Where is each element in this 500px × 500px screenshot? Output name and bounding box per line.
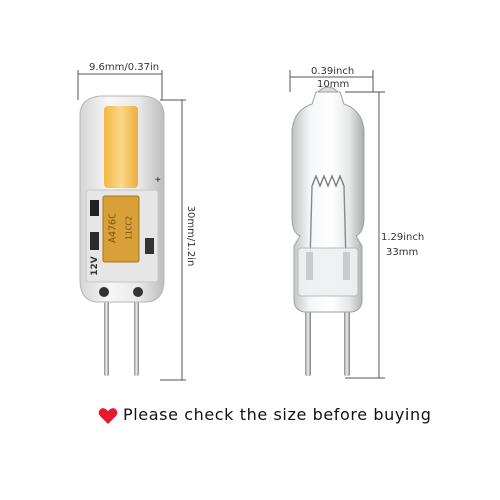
- halogen-width-dimension: [289, 70, 374, 92]
- led-width-label: 9.6mm/0.37in: [89, 62, 160, 73]
- led-component-left-2: [90, 232, 99, 250]
- halogen-width-mm-label: 10mm: [317, 79, 350, 90]
- halogen-tip: [316, 86, 340, 93]
- led-bulb: [79, 95, 165, 376]
- led-height-label: 30mm/1.2in: [185, 205, 196, 267]
- halogen-width-inch-label: 0.39inch: [311, 66, 355, 77]
- halogen-foil-left: [306, 252, 313, 280]
- halogen-height-inch-label: 1.29inch: [381, 232, 425, 243]
- led-component-right: [145, 238, 154, 254]
- size-notice-caption: Please check the size before buying: [123, 405, 432, 424]
- halogen-height-mm-label: 33mm: [386, 247, 419, 258]
- capacitor-marking-2: 11CC2: [124, 215, 134, 241]
- halogen-foil-right: [343, 252, 350, 280]
- led-pin-left: [104, 298, 109, 376]
- halogen-bulb: [291, 86, 365, 376]
- tantalum-capacitor: [102, 195, 140, 263]
- halogen-filament: [311, 174, 345, 188]
- led-pad-2: [133, 287, 143, 297]
- halogen-pin-left: [305, 300, 311, 376]
- polarity-mark: +: [155, 175, 161, 186]
- halogen-height-dimension: [345, 91, 385, 379]
- led-component-left: [90, 200, 99, 216]
- halogen-pin-right: [344, 300, 350, 376]
- led-width-dimension: [77, 70, 163, 100]
- cob-chip: [104, 106, 138, 188]
- led-height-dimension: [160, 99, 186, 381]
- voltage-marking: 12V: [90, 256, 100, 276]
- led-pin-right: [134, 298, 139, 376]
- heart-icon: [98, 408, 118, 424]
- led-pad: [99, 287, 109, 297]
- capacitor-marking-1: A476C: [107, 212, 119, 244]
